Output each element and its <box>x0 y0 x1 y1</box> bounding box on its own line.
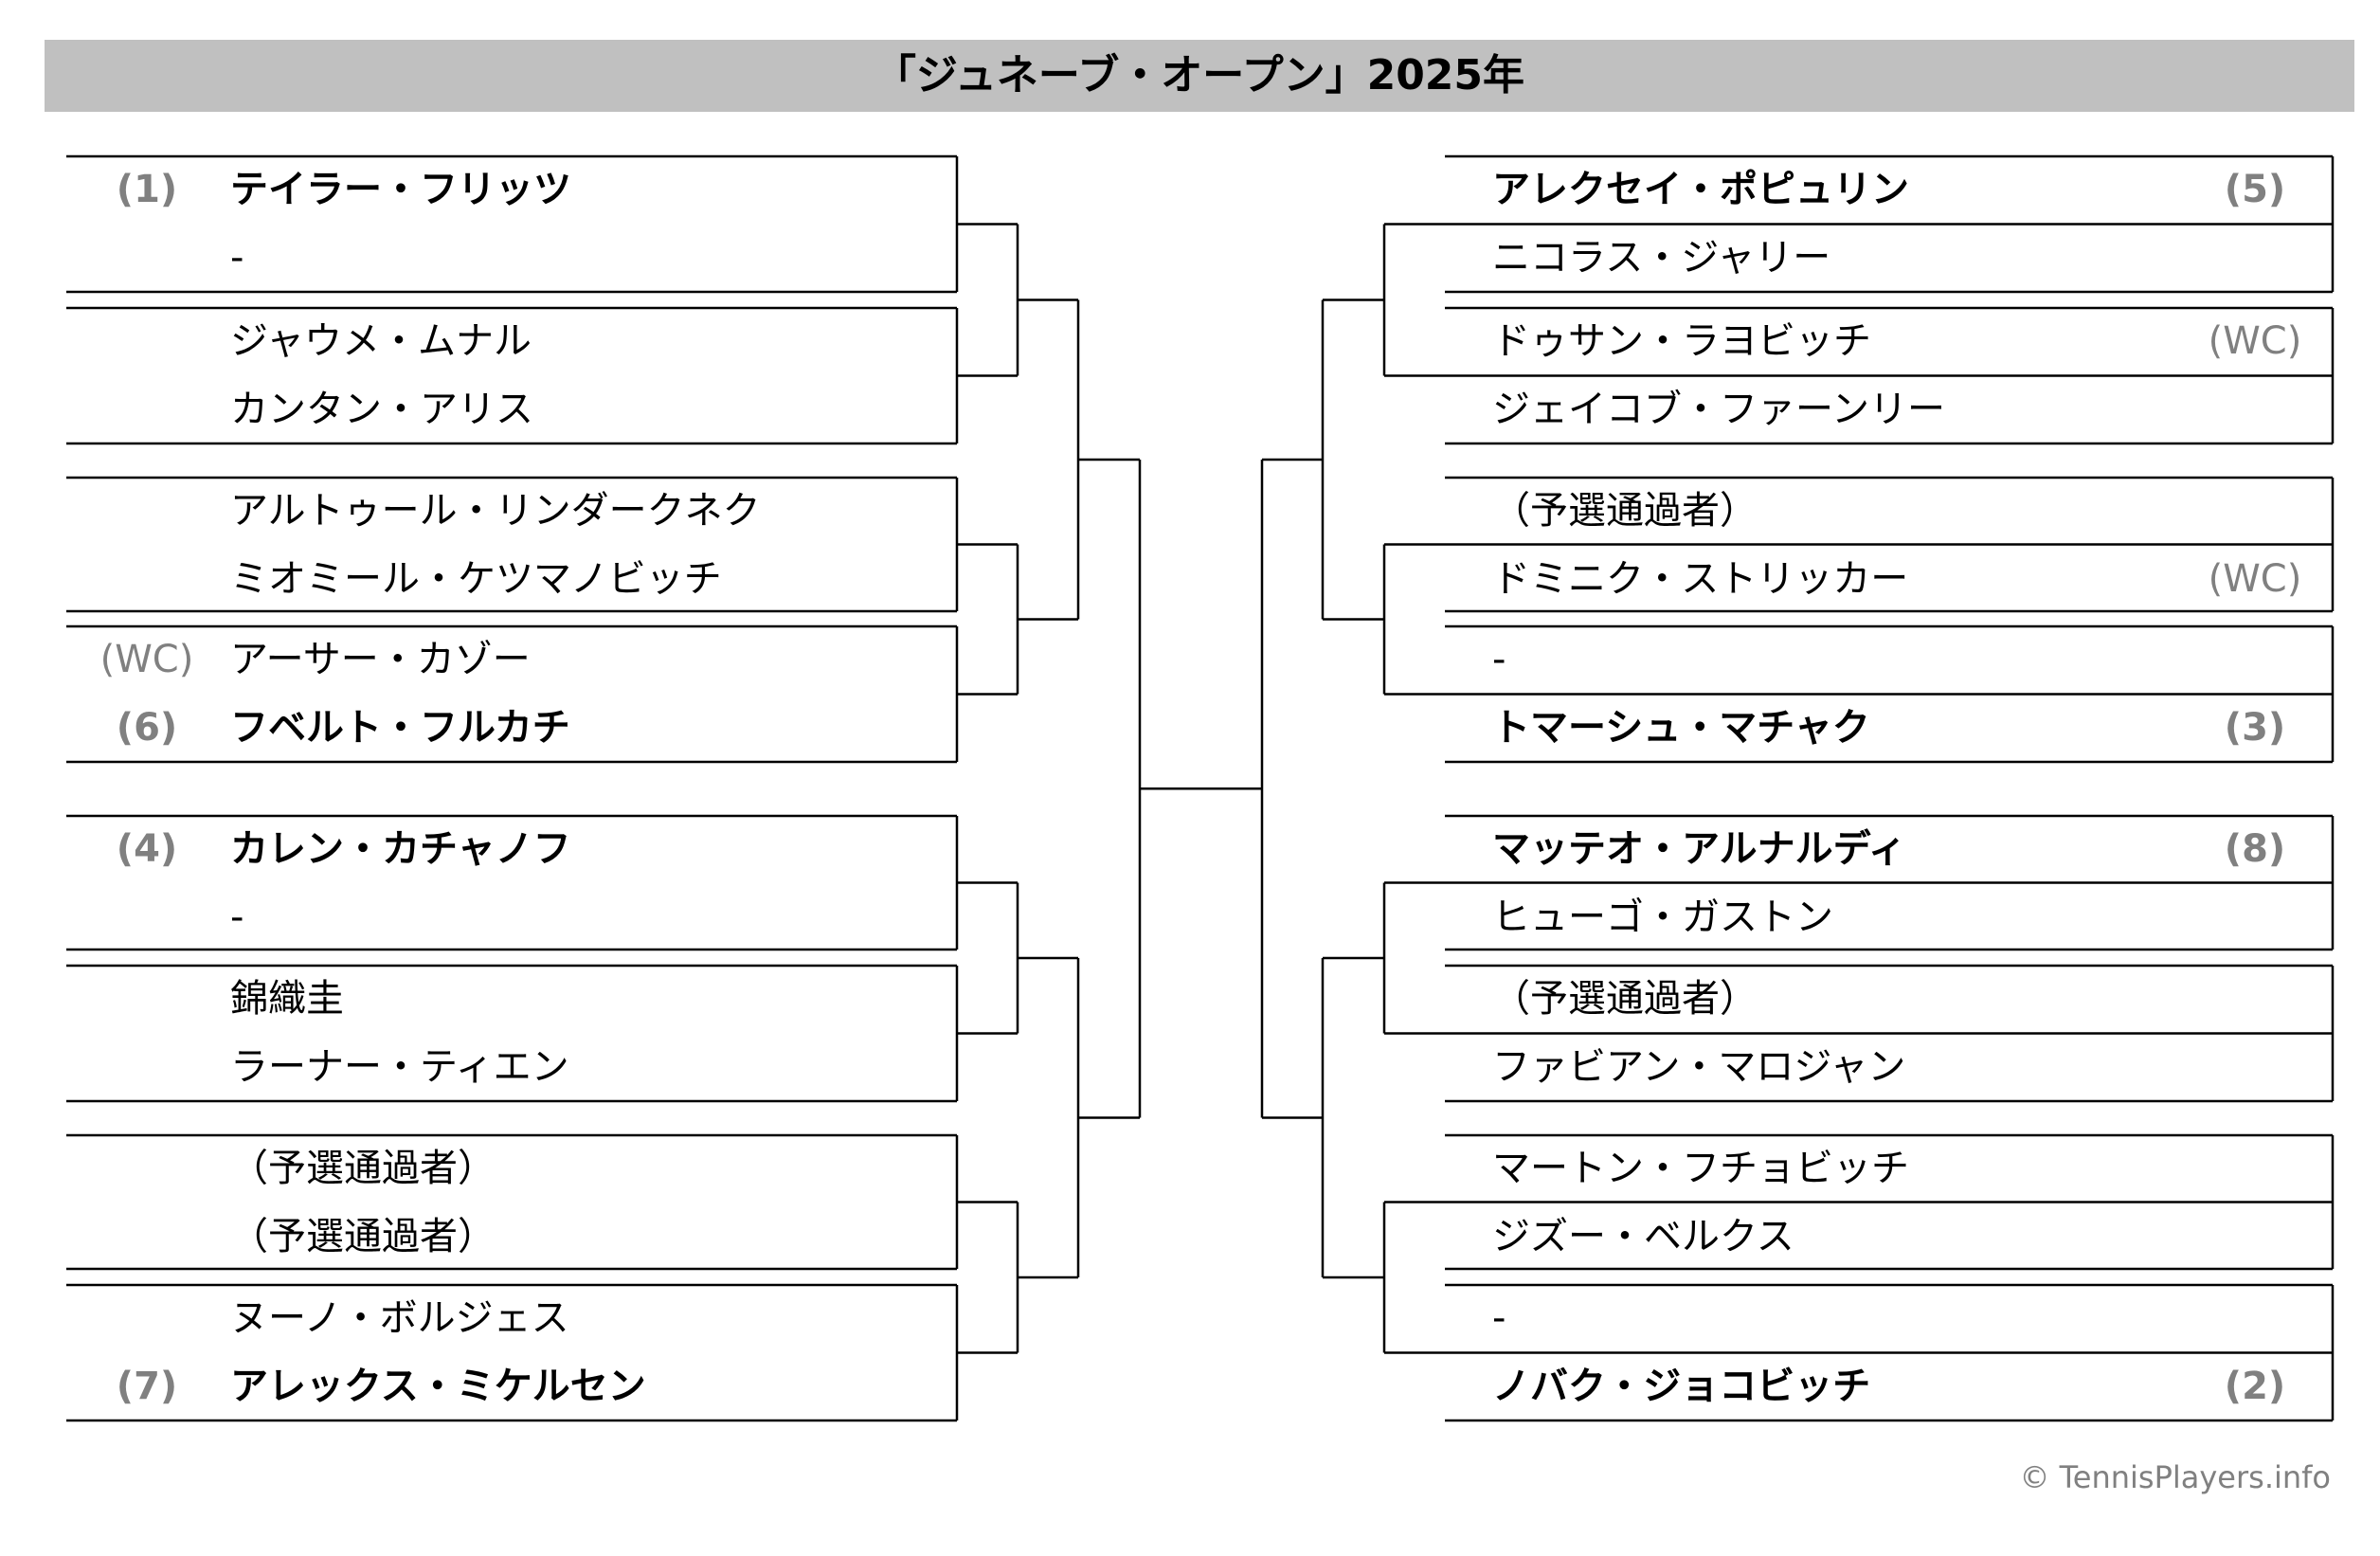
right-seed-label: (8) <box>2224 827 2286 871</box>
left-seed-label <box>81 234 213 281</box>
left-seed-label <box>81 317 213 365</box>
right-seed-label: (2) <box>2224 1365 2286 1408</box>
left-seed-label: (7) <box>116 1365 178 1408</box>
left-player-name: ヌーノ・ボルジェス <box>230 1296 569 1340</box>
left-player-name: アレックス・ミケルセン <box>230 1365 646 1408</box>
right-player-name: ジェイコブ・ファーンリー <box>1492 388 1945 431</box>
right-seed-label <box>2189 636 2321 683</box>
right-player-name: （予選通過者） <box>1492 489 1758 533</box>
left-seed-label <box>81 1213 213 1260</box>
left-seed-label <box>81 555 213 603</box>
left-seed-label: (WC) <box>99 638 194 681</box>
left-player-name: （予選通過者） <box>230 1215 496 1258</box>
left-player-name: アルトゥール・リンダークネク <box>230 489 761 533</box>
right-player-name: ニコラス・ジャリー <box>1492 236 1831 280</box>
right-player-name: マートン・フチョビッチ <box>1492 1147 1909 1190</box>
left-player-name: ミオミール・ケツマノビッチ <box>230 557 722 601</box>
right-seed-label: (WC) <box>2208 557 2302 601</box>
left-player-name: （予選通過者） <box>230 1147 496 1190</box>
left-player-name: アーサー・カゾー <box>230 638 531 681</box>
left-seed-label <box>81 1043 213 1091</box>
right-player-name: ノバク・ジョコビッチ <box>1492 1365 1871 1408</box>
right-player-name: - <box>1492 1296 1506 1340</box>
left-player-name: カンタン・アリス <box>230 388 533 431</box>
right-seed-label <box>2189 386 2321 433</box>
right-seed-label <box>2189 234 2321 281</box>
left-player-name: フベルト・フルカチ <box>230 706 570 750</box>
right-player-name: - <box>1492 638 1506 681</box>
right-seed-label: (5) <box>2224 168 2286 211</box>
left-player-name: 錦織圭 <box>230 977 344 1021</box>
right-player-name: ヒューゴ・ガストン <box>1492 896 1833 939</box>
title-bar: 「ジュネーブ・オープン」2025年 <box>45 40 2354 112</box>
right-seed-label <box>2189 975 2321 1022</box>
right-seed-label <box>2189 1294 2321 1342</box>
credit-text: © TennisPlayers.info <box>2019 1459 2331 1495</box>
page-title: 「ジュネーブ・オープン」2025年 <box>874 51 1525 100</box>
left-seed-label <box>81 1294 213 1342</box>
right-seed-label: (WC) <box>2208 319 2302 363</box>
right-seed-label <box>2189 487 2321 534</box>
right-seed-label <box>2189 1213 2321 1260</box>
left-seed-label: (4) <box>116 827 178 871</box>
right-seed-label: (3) <box>2224 706 2286 750</box>
left-player-name: ラーナー・ティエン <box>230 1045 569 1089</box>
right-seed-label <box>2189 894 2321 941</box>
left-player-name: - <box>230 896 244 939</box>
right-player-name: ドミニク・ストリッカー <box>1492 557 1909 601</box>
left-player-name: テイラー・フリッツ <box>230 168 571 211</box>
right-seed-label <box>2189 1043 2321 1091</box>
left-seed-label <box>81 894 213 941</box>
right-player-name: ドゥサン・ラヨビッチ <box>1492 319 1871 363</box>
left-player-name: - <box>230 236 244 280</box>
left-seed-label: (6) <box>116 706 178 750</box>
left-player-name: ジャウメ・ムナル <box>230 319 532 363</box>
right-player-name: アレクセイ・ポピュリン <box>1492 168 1909 211</box>
right-player-name: マッテオ・アルナルディ <box>1492 827 1906 871</box>
left-seed-label: (1) <box>116 168 178 211</box>
left-seed-label <box>81 1145 213 1192</box>
right-seed-label <box>2189 1145 2321 1192</box>
left-seed-label <box>81 386 213 433</box>
right-player-name: （予選通過者） <box>1492 977 1758 1021</box>
right-player-name: トマーシュ・マチャク <box>1492 706 1870 750</box>
left-player-name: カレン・カチャノフ <box>230 827 571 871</box>
left-seed-label <box>81 975 213 1022</box>
right-player-name: ジズー・ベルクス <box>1492 1215 1794 1258</box>
left-seed-label <box>81 487 213 534</box>
right-player-name: ファビアン・マロジャン <box>1492 1045 1906 1089</box>
